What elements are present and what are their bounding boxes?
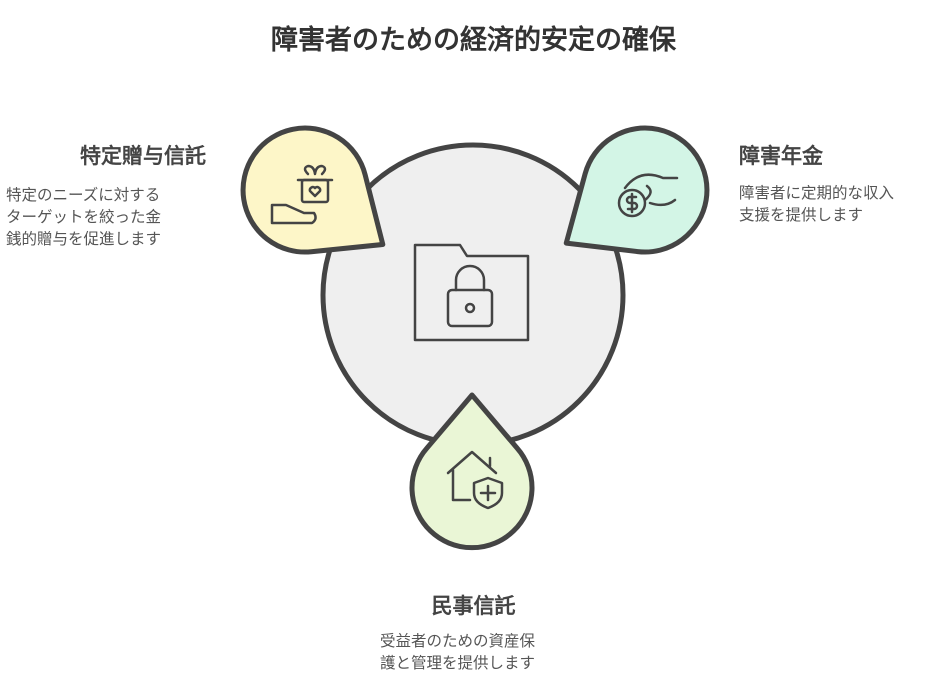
item-title-right: 障害年金 <box>739 144 823 168</box>
hand-coin-icon <box>617 173 679 218</box>
locked-folder-icon <box>413 243 530 342</box>
page-title: 障害者のための経済的安定の確保 <box>271 25 676 56</box>
drop-left <box>240 125 386 255</box>
item-desc-left: 特定のニーズに対する ターゲットを絞った金 銭的贈与を促進します <box>6 186 162 248</box>
item-title-left: 特定贈与信託 <box>80 144 206 168</box>
item-desc-right: 障害者に定期的な収入 支援を提供します <box>739 184 895 224</box>
house-shield-icon <box>446 450 504 510</box>
item-desc-bottom: 受益者のための資産保 護と管理を提供します <box>380 632 536 672</box>
item-title-bottom: 民事信託 <box>431 594 516 618</box>
drop-bottom <box>409 392 535 551</box>
gift-hand-icon <box>270 164 334 225</box>
